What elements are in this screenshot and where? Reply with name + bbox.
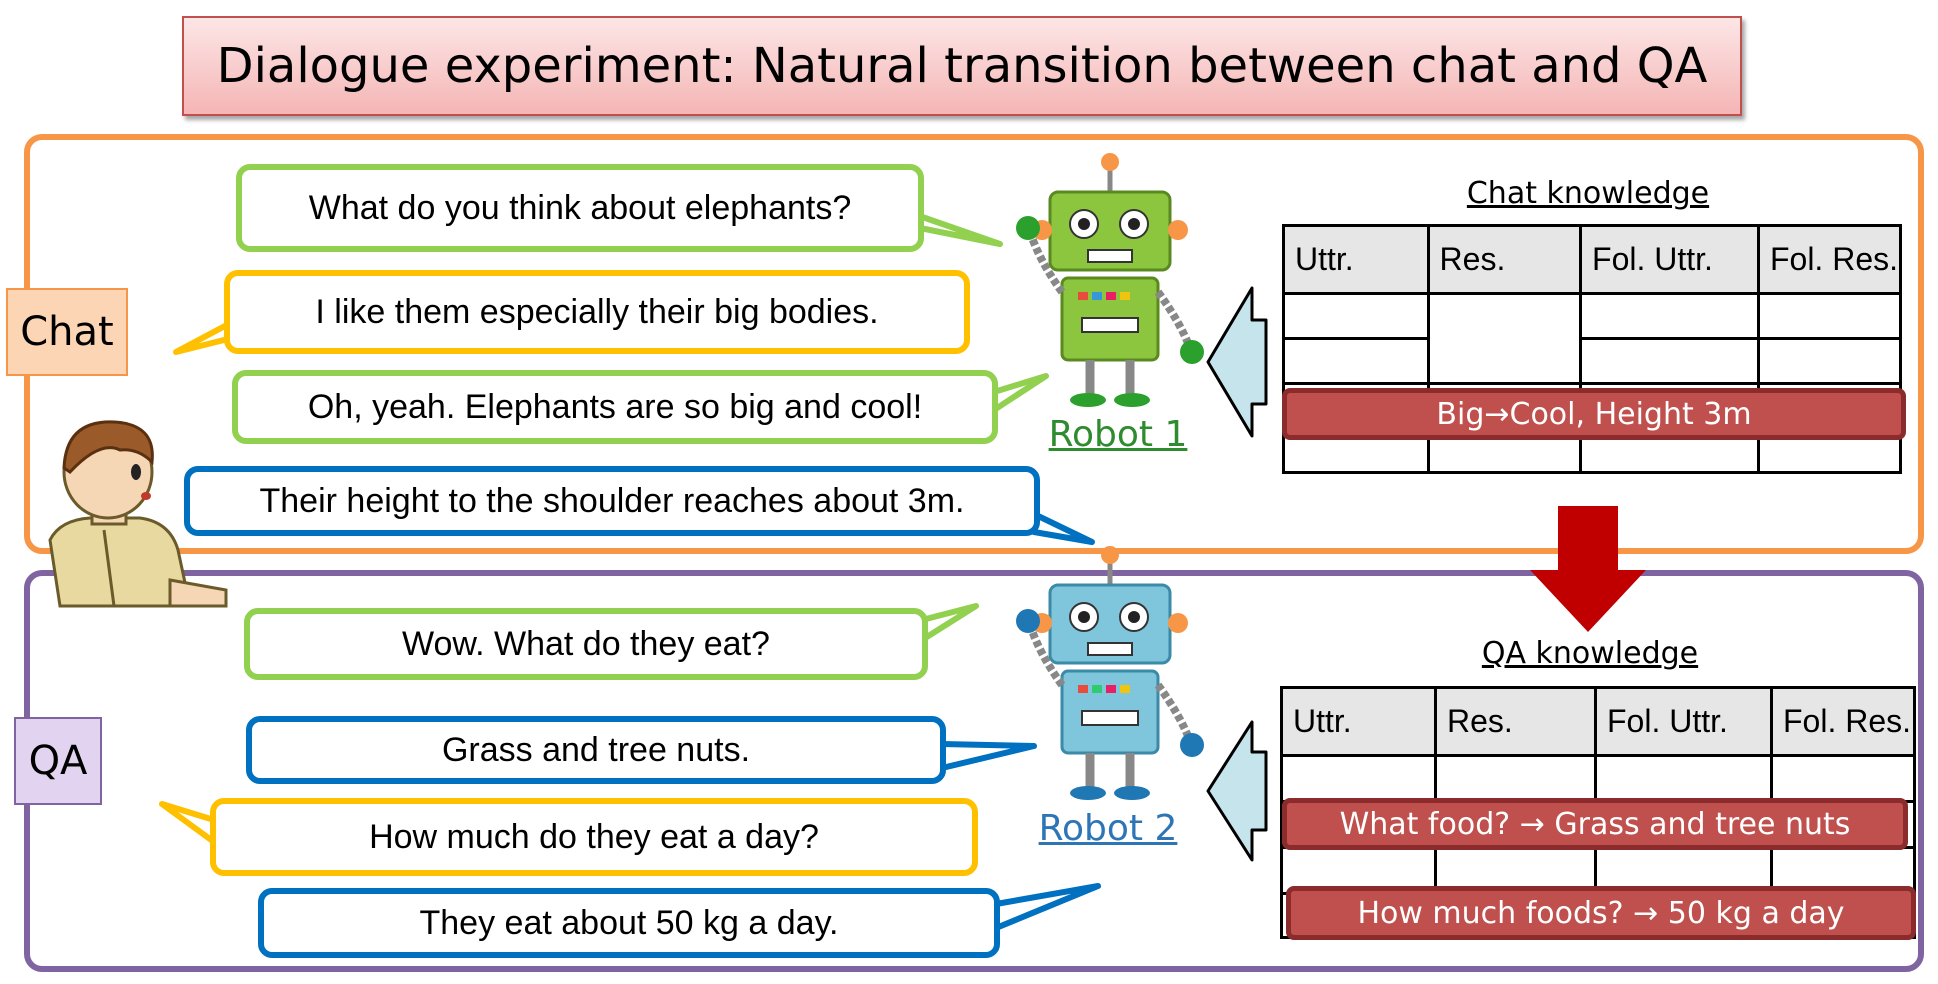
chat-col-uttr: Uttr. — [1282, 224, 1430, 295]
qa-bubble-2: Grass and tree nuts. — [246, 716, 946, 784]
qa-bubble-1: Wow. What do they eat? — [244, 608, 928, 680]
tail-qa-1 — [919, 603, 979, 643]
chat-bubble-1: What do you think about elephants? — [236, 164, 924, 252]
qa-tag: QA — [14, 717, 102, 805]
table-cell — [1579, 337, 1760, 386]
chat-col-fol-uttr: Fol. Uttr. — [1579, 224, 1760, 295]
chat-bubble-4: Their height to the shoulder reaches abo… — [184, 466, 1040, 536]
person-illustration — [48, 420, 228, 608]
qa-col-fol-uttr: Fol. Uttr. — [1594, 686, 1773, 757]
table-cell — [1756, 337, 1903, 386]
chat-knowledge-highlight: Big→Cool, Height 3m — [1282, 388, 1906, 440]
robot-2-label: Robot 2 — [1038, 808, 1178, 849]
qa-knowledge-highlight-1: What food? → Grass and tree nuts — [1282, 798, 1908, 850]
qa-col-res: Res. — [1434, 686, 1597, 757]
tail-chat-4 — [1031, 511, 1095, 545]
qa-bubble-4: They eat about 50 kg a day. — [258, 888, 1000, 958]
table-cell — [1280, 754, 1437, 803]
tail-qa-3 — [159, 801, 217, 845]
robot-2-illustration — [1016, 546, 1204, 800]
chat-bubble-2: I like them especially their big bodies. — [224, 270, 970, 354]
table-cell — [1434, 754, 1597, 803]
transition-arrow — [1530, 506, 1646, 632]
qa-knowledge-arrow — [1206, 720, 1268, 862]
chat-knowledge-title: Chat knowledge — [1466, 176, 1710, 211]
table-cell — [1426, 291, 1583, 386]
chat-tag: Chat — [6, 288, 128, 376]
table-cell — [1756, 291, 1903, 341]
table-cell — [1770, 754, 1916, 803]
page-title: Dialogue experiment: Natural transition … — [182, 16, 1742, 116]
table-cell — [1282, 337, 1430, 386]
qa-knowledge-highlight-2: How much foods? → 50 kg a day — [1286, 886, 1916, 940]
chat-col-fol-res: Fol. Res. — [1756, 224, 1903, 295]
tail-qa-4 — [993, 883, 1101, 931]
chat-col-res: Res. — [1426, 224, 1583, 295]
chat-bubble-3: Oh, yeah. Elephants are so big and cool! — [232, 370, 998, 444]
table-cell — [1594, 754, 1773, 803]
qa-col-fol-res: Fol. Res. — [1770, 686, 1916, 757]
robot-1-label: Robot 1 — [1048, 414, 1188, 455]
table-cell — [1579, 291, 1760, 341]
robot-1-illustration — [1016, 153, 1204, 407]
qa-col-uttr: Uttr. — [1280, 686, 1437, 757]
qa-knowledge-title: QA knowledge — [1481, 636, 1699, 671]
qa-bubble-3: How much do they eat a day? — [210, 798, 978, 876]
chat-knowledge-arrow — [1206, 286, 1268, 438]
table-cell — [1282, 291, 1430, 341]
